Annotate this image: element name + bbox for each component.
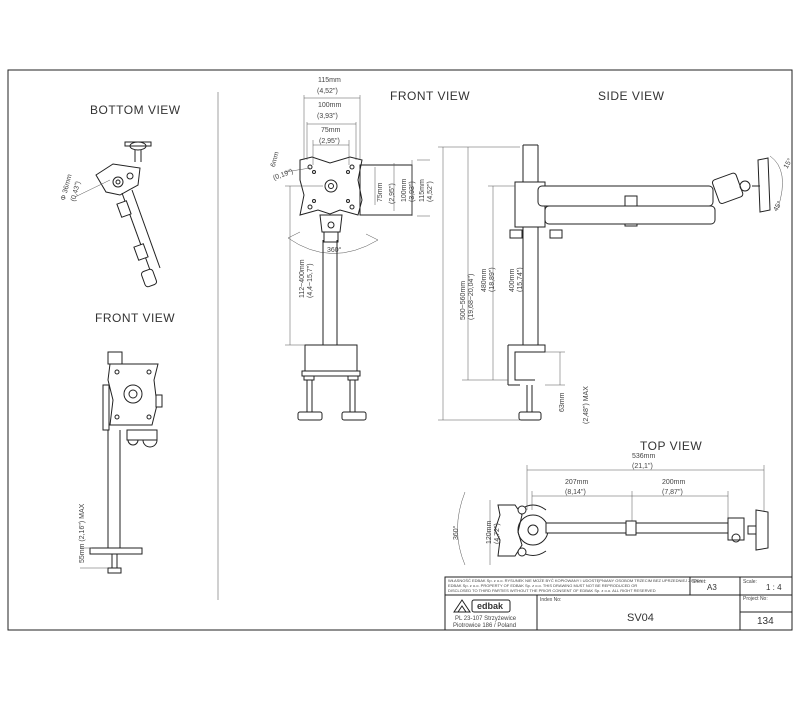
- dim-phi-6mm: 6mm: [270, 151, 281, 168]
- dim-v-100mm-in: (3,93"): [409, 181, 416, 202]
- copyright-notice: WŁASNOŚĆ EDBAK Sp. z o.o. RYSUNEK NIE MO…: [448, 578, 704, 593]
- company-logo-text: edbak: [477, 601, 504, 611]
- dim-75mm: 75mm: [321, 127, 341, 134]
- scale-label: Scale:: [743, 579, 757, 585]
- top-rotation-angle: 360°: [452, 525, 460, 540]
- front-small-view-drawing: [80, 351, 163, 574]
- top-view-title: TOP VIEW: [640, 439, 702, 453]
- dim-400mm-in: (15,74"): [517, 267, 524, 292]
- project-value: 134: [757, 616, 774, 627]
- side-view-drawing: [438, 144, 783, 421]
- dim-120mm-in: (4,72"): [494, 523, 501, 544]
- side-tilt-angle-down: 45°: [772, 199, 784, 212]
- sheet-border: [7, 69, 793, 631]
- dim-115mm: 115mm: [318, 77, 341, 84]
- dim-207mm: 207mm: [565, 479, 589, 486]
- dim-v-75mm-in: (2,95"): [389, 183, 396, 204]
- dim-536mm: 536mm: [632, 453, 656, 460]
- dim-phi-6mm-in: (0,19"): [272, 168, 294, 182]
- sheet-label: Sheet:: [692, 579, 706, 585]
- address-line-1: PL 23-107 Strzyżewice: [455, 616, 517, 622]
- dim-63mm-max: 63mm: [559, 392, 566, 412]
- dim-200mm-in: (7,87"): [662, 489, 683, 496]
- dim-480mm: 480mm: [481, 268, 488, 292]
- dim-536mm-in: (21,1"): [632, 463, 653, 470]
- top-view-drawing: [457, 465, 769, 566]
- dim-400mm: 400mm: [509, 268, 516, 292]
- index-label: Index No:: [540, 597, 561, 603]
- front-small-clamp-max: 55mm (2,16") MAX: [79, 503, 86, 563]
- bottom-view-title: BOTTOM VIEW: [90, 103, 181, 117]
- dim-100mm: 100mm: [318, 102, 342, 109]
- dim-120mm: 120mm: [486, 520, 493, 544]
- dim-100mm-in: (3,93"): [317, 113, 338, 120]
- front-view-title: FRONT VIEW: [390, 89, 470, 103]
- dim-500-560mm-in: (19,68~20,04"): [468, 274, 475, 320]
- front-view-drawing: [284, 95, 430, 421]
- sheet-value: A3: [707, 583, 717, 592]
- dim-75mm-in: (2,95"): [319, 138, 340, 145]
- bottom-view-diameter-in: (0,43"): [70, 181, 82, 203]
- index-value: SV04: [627, 612, 654, 624]
- dim-v-100mm: 100mm: [401, 178, 408, 202]
- dim-v-115mm: 115mm: [419, 179, 426, 202]
- dim-500-560mm: 500~560mm: [460, 281, 467, 320]
- front-small-view-title: FRONT VIEW: [95, 311, 175, 325]
- bottom-view-drawing: [74, 141, 161, 288]
- dim-112-400mm: 112~400mm: [299, 259, 306, 298]
- dim-v-115mm-in: (4,52"): [427, 181, 434, 202]
- dim-63mm-max-in: (2,48") MAX: [583, 386, 590, 424]
- dim-200mm: 200mm: [662, 479, 686, 486]
- dim-207mm-in: (8,14"): [565, 489, 586, 496]
- address-line-2: Piotrowice 186 / Poland: [453, 623, 516, 629]
- title-block: [444, 576, 793, 631]
- dim-112-400mm-in: (4,4~15,7"): [307, 263, 314, 298]
- front-rotation-angle: 360°: [327, 246, 342, 254]
- dim-480mm-in: (18,89"): [489, 267, 496, 292]
- scale-value: 1 : 4: [766, 583, 782, 592]
- dim-115mm-in: (4,52"): [317, 88, 338, 95]
- dim-v-75mm: 75mm: [377, 182, 384, 202]
- side-view-title: SIDE VIEW: [598, 89, 665, 103]
- project-label: Project No:: [743, 596, 768, 602]
